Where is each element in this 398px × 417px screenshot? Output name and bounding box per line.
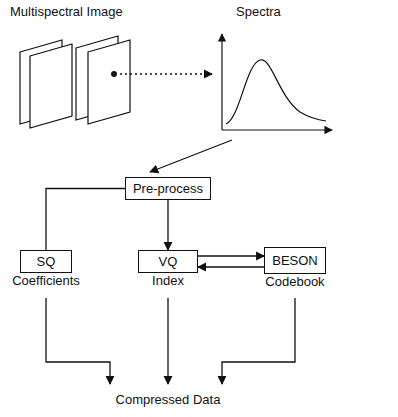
process-box: VQIndex xyxy=(138,250,198,273)
box-title: SQ xyxy=(28,254,64,269)
flow-arrow xyxy=(150,140,232,172)
pixel-dot xyxy=(111,71,117,77)
spectrum-plot xyxy=(222,34,332,130)
dotted-arrow xyxy=(120,73,212,74)
output-label: Coefficients xyxy=(10,273,82,288)
process-box: BESONCodebook xyxy=(264,247,326,274)
connector xyxy=(167,200,168,250)
output-caption: Compressed Data xyxy=(116,392,221,407)
box-title: Pre-process xyxy=(133,181,203,196)
image-sheets xyxy=(20,36,130,128)
box-title: VQ xyxy=(146,254,190,269)
figure-caption: Multispectral Image xyxy=(10,4,123,19)
output-arrows xyxy=(46,298,295,384)
output-label: Codebook xyxy=(263,274,326,289)
connector xyxy=(198,255,264,256)
process-box: Pre-process xyxy=(125,177,211,200)
figure-caption: Spectra xyxy=(236,4,281,19)
output-label: Index xyxy=(150,273,186,288)
connector xyxy=(46,189,125,251)
process-box: SQCoefficients xyxy=(20,250,72,273)
box-title: BESON xyxy=(272,253,318,268)
connector xyxy=(198,266,264,267)
